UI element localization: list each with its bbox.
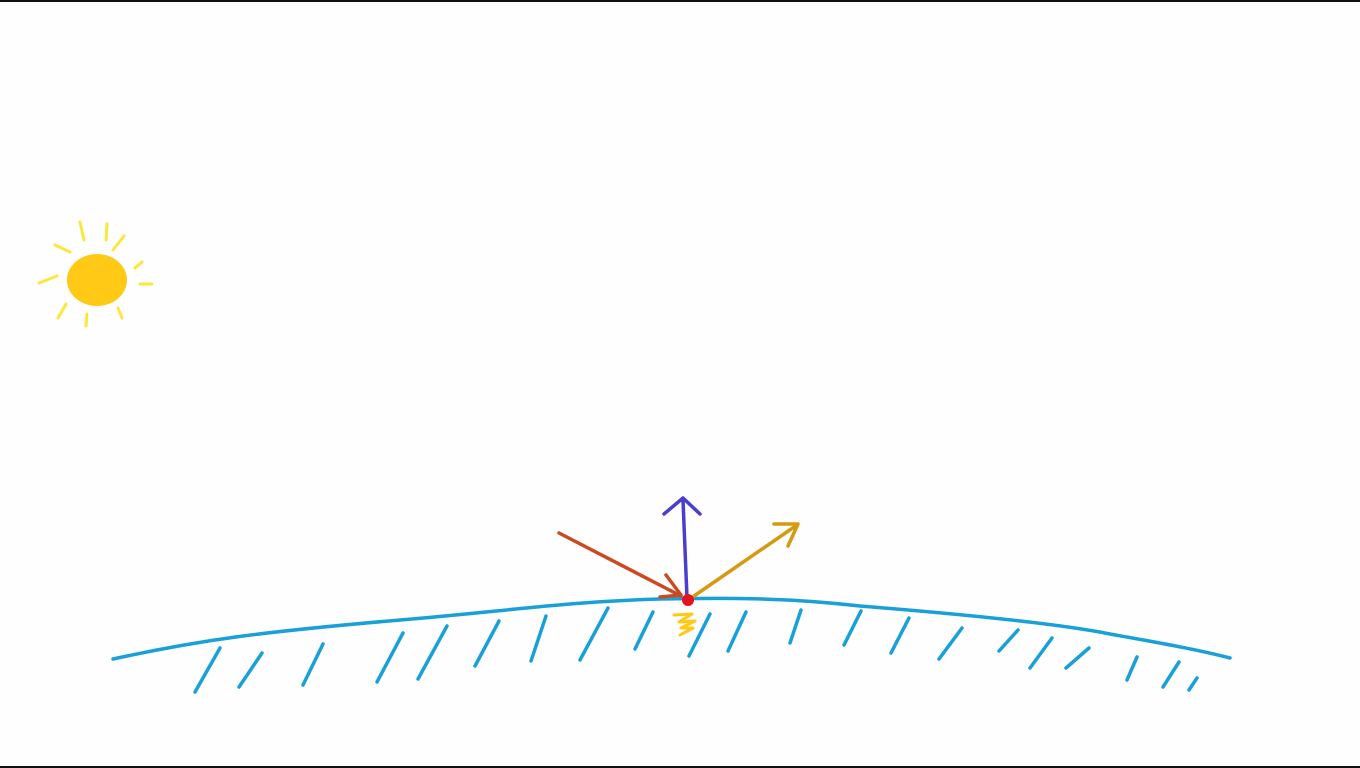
hatch-mark (937, 626, 964, 661)
hatch-mark (473, 619, 501, 668)
sun-rays (37, 220, 154, 328)
reflected-arrow-icon (692, 522, 800, 598)
normal-arrow-shaft (681, 498, 689, 600)
hatch-mark (1028, 636, 1054, 670)
sun-core (67, 254, 127, 306)
hatch-mark (1161, 660, 1181, 689)
sun-ray (37, 274, 59, 285)
hatch-mark (889, 616, 911, 655)
sun-ray (84, 312, 89, 328)
top-frame-bar (0, 0, 1360, 2)
sun-ray (56, 302, 68, 320)
hatch-mark (788, 608, 803, 645)
hatch-mark (301, 642, 325, 687)
hatch-mark (416, 624, 449, 681)
contact-point-icon (682, 594, 694, 606)
sun-ray (78, 220, 86, 242)
sun-ray (53, 243, 72, 254)
absorbed-energy-squiggle-icon (672, 612, 697, 637)
incoming-arrow-head (658, 573, 683, 599)
hatch-mark (578, 606, 610, 662)
hatch-mark (633, 610, 655, 651)
sun-ray (104, 222, 109, 242)
sun-icon (37, 220, 154, 328)
sun-ray (116, 306, 124, 320)
reflected-arrow-shaft (692, 523, 799, 598)
hatch-mark (375, 631, 405, 684)
hatch-mark (1187, 676, 1199, 692)
incoming-arrow-shaft (557, 531, 683, 598)
sun-ray (133, 260, 144, 270)
bottom-frame-bar (0, 766, 1360, 768)
hatch-mark (997, 628, 1020, 653)
ground-hatching (193, 606, 1199, 694)
hatch-mark (842, 609, 863, 647)
normal-arrow-head (662, 496, 702, 516)
hatch-mark (193, 646, 222, 694)
incoming-arrow-icon (557, 531, 683, 599)
sun-ray (111, 234, 126, 252)
hatch-mark (1064, 646, 1091, 670)
ground-surface-icon (111, 596, 1232, 661)
normal-arrow-icon (662, 496, 702, 600)
hatch-mark (237, 651, 264, 689)
hatch-mark (726, 610, 748, 653)
reflected-arrow-head (772, 522, 800, 548)
hatch-mark (529, 614, 548, 663)
hatch-mark (1125, 655, 1139, 682)
hatch-mark (687, 612, 712, 658)
